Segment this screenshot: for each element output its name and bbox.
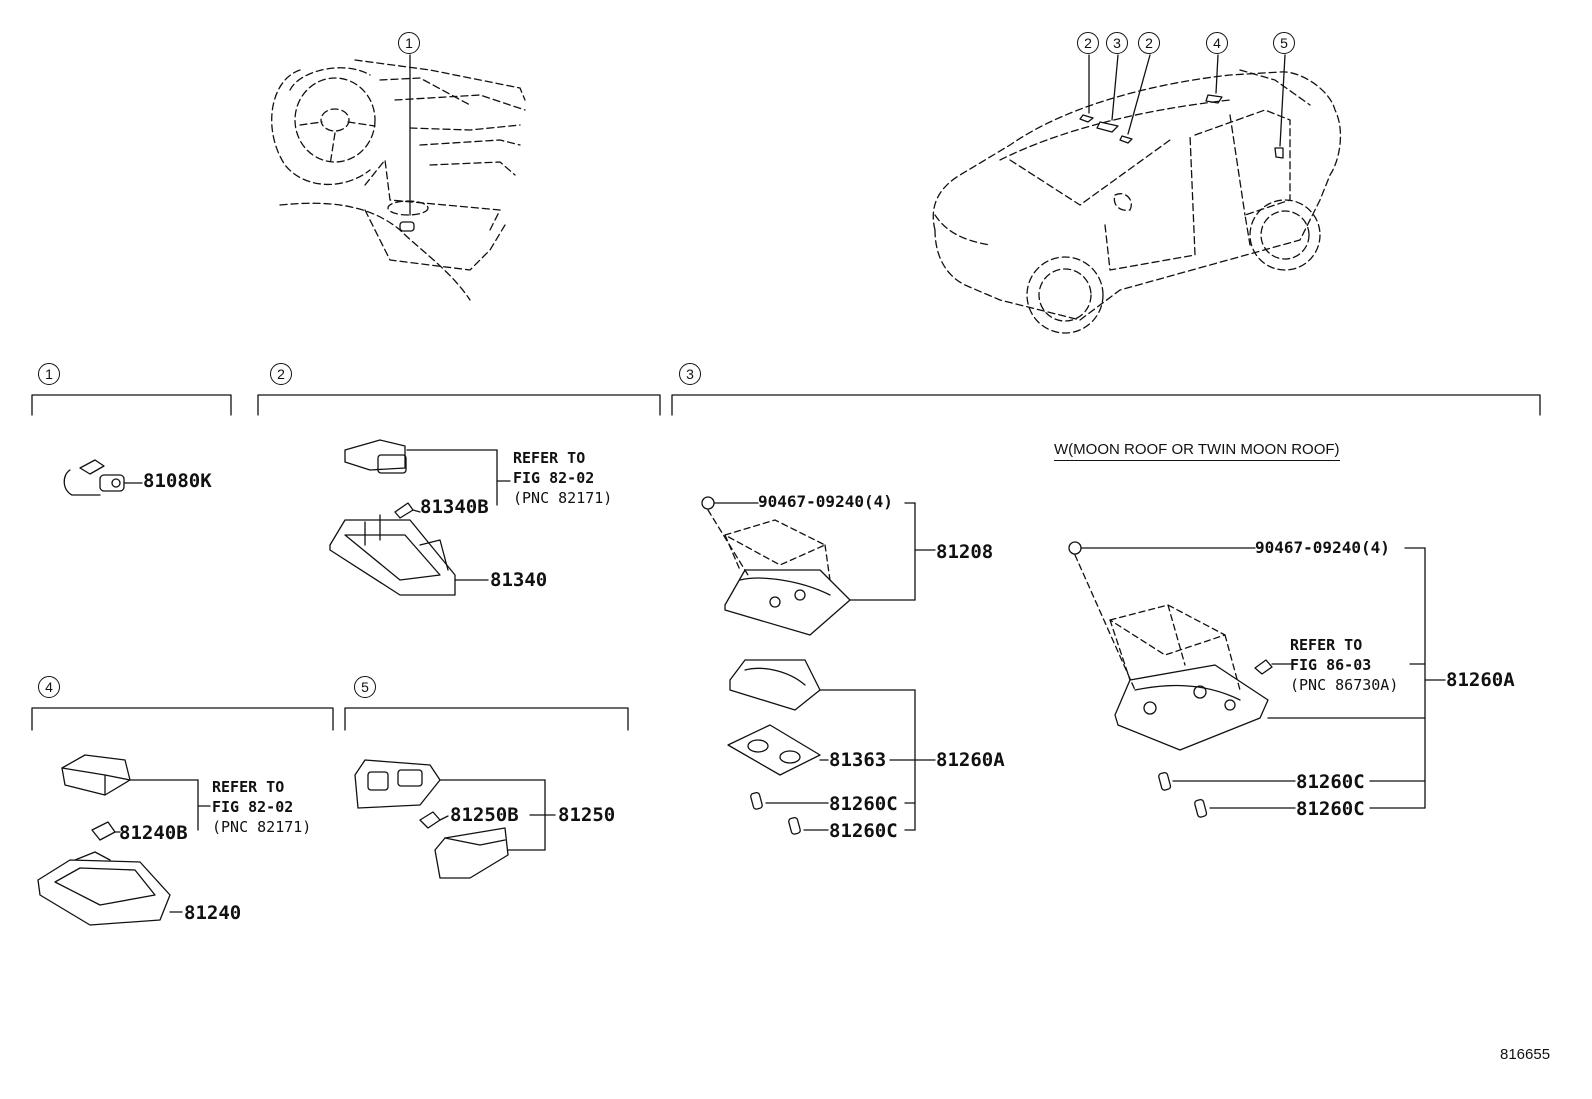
part-number-81208[interactable]: 81208: [936, 541, 994, 563]
ref-line-3: (PNC 86730A): [1290, 676, 1399, 694]
ref-line-1: REFER TO: [1290, 636, 1363, 654]
ref-line-2: FIG 86-03: [1290, 656, 1372, 674]
ref-line-1: REFER TO: [212, 778, 285, 796]
ref-line-1: REFER TO: [513, 449, 586, 467]
part-number-clip-left[interactable]: 90467-09240(4): [758, 492, 893, 511]
assembly-81208-drawing: [701, 496, 936, 835]
section-4-number: 4: [38, 676, 60, 698]
reference-note-sec4: REFER TO FIG 82-02 (PNC 82171): [212, 777, 311, 837]
ref-line-2: FIG 82-02: [212, 798, 294, 816]
dashboard-illustration: [271, 59, 526, 301]
reference-note-sec2: REFER TO FIG 82-02 (PNC 82171): [513, 448, 612, 508]
callout-car-5: 5: [1273, 32, 1295, 54]
part-number-81260C-right-2[interactable]: 81260C: [1296, 798, 1365, 820]
ref-line-3: (PNC 82171): [513, 489, 613, 507]
part-number-81240[interactable]: 81240: [184, 902, 242, 924]
part-number-81260C-right-1[interactable]: 81260C: [1296, 771, 1365, 793]
part-number-81240B[interactable]: 81240B: [119, 822, 188, 844]
ref-line-3: (PNC 82171): [212, 818, 312, 836]
part-81340-drawing: [329, 439, 511, 596]
section-5-number: 5: [354, 676, 376, 698]
part-number-81340B[interactable]: 81340B: [420, 496, 489, 518]
roof-light-markers: [1079, 54, 1286, 159]
part-number-81260A-left[interactable]: 81260A: [936, 749, 1005, 771]
part-number-81260C-left-1[interactable]: 81260C: [829, 793, 898, 815]
callout-car-2a: 2: [1077, 32, 1099, 54]
callout-car-4: 4: [1206, 32, 1228, 54]
part-81080K-drawing: [63, 459, 143, 496]
part-number-81260C-left-2[interactable]: 81260C: [829, 820, 898, 842]
part-number-81250B[interactable]: 81250B: [450, 804, 519, 826]
part-number-81340[interactable]: 81340: [490, 569, 548, 591]
callout-car-2b: 2: [1138, 32, 1160, 54]
part-number-81250[interactable]: 81250: [558, 804, 616, 826]
assembly-81260A-moonroof-drawing: [1068, 541, 1446, 818]
part-81250-drawing: [354, 759, 556, 879]
section-1-number: 1: [38, 363, 60, 385]
part-number-81080K[interactable]: 81080K: [143, 470, 212, 492]
variant-note: W(MOON ROOF OR TWIN MOON ROOF): [1054, 441, 1340, 461]
vehicle-illustration: [932, 69, 1342, 334]
section-brackets: [31, 394, 1541, 731]
callout-car-3: 3: [1106, 32, 1128, 54]
ref-line-2: FIG 82-02: [513, 469, 595, 487]
part-number-81260A-right[interactable]: 81260A: [1446, 669, 1515, 691]
section-2-number: 2: [270, 363, 292, 385]
reference-note-sec3: REFER TO FIG 86-03 (PNC 86730A): [1290, 635, 1398, 695]
part-number-clip-right[interactable]: 90467-09240(4): [1255, 538, 1390, 557]
section-3-number: 3: [679, 363, 701, 385]
callout-1-top: 1: [398, 32, 420, 54]
diagram-code: 816655: [1500, 1046, 1551, 1063]
part-number-81363[interactable]: 81363: [829, 749, 887, 771]
part-81240-drawing: [37, 754, 211, 926]
